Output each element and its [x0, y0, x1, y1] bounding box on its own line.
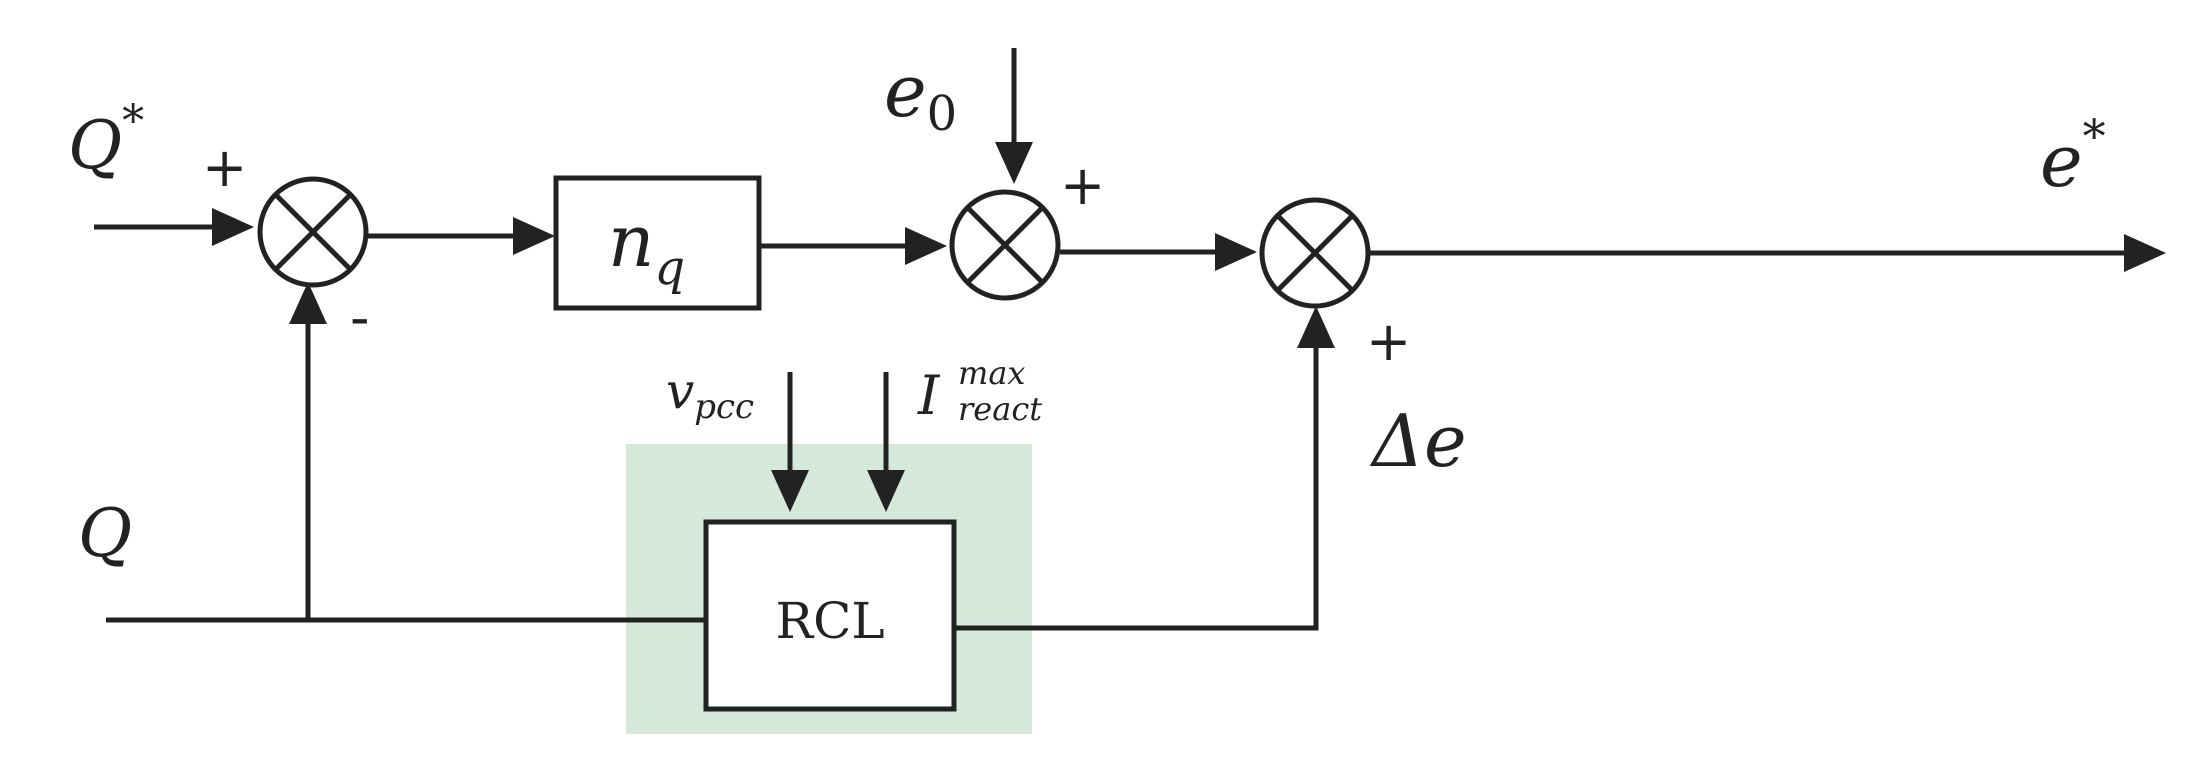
arrowhead-rcl-feedback [1297, 306, 1335, 348]
arrowhead-qstar [212, 208, 254, 246]
nq-block [553, 175, 762, 311]
nq-block-label: nq [608, 199, 685, 296]
q-star-label: Q* [68, 96, 144, 184]
arrowhead-vpcc [771, 470, 809, 512]
sum2-plus-sign: + [1060, 154, 1105, 217]
i-react-max-label: I [917, 364, 941, 427]
sum3-plus-sign: + [1366, 310, 1411, 373]
arrowhead-to-sum2 [905, 227, 947, 265]
rcl-block-label: RCL [775, 592, 884, 650]
arrowhead-output [2124, 234, 2166, 272]
arrowhead-q-feedback [289, 282, 327, 324]
rcl-block [703, 519, 957, 712]
sum1-minus-sign: - [350, 286, 370, 349]
i-react-max-sub: react [958, 390, 1042, 428]
i-react-max-sup: max [958, 354, 1025, 392]
summing-junction-3 [1259, 197, 1371, 309]
sum1-plus-sign: + [202, 136, 247, 199]
v-pcc-label: vpcc [666, 362, 754, 427]
arrowhead-to-nq [513, 217, 555, 255]
arrowhead-to-sum3 [1215, 233, 1257, 271]
q-label: Q [78, 495, 132, 572]
signal-wires [94, 48, 2128, 631]
summing-junction-2 [949, 189, 1061, 301]
wire-rcl-to-sum3 [954, 330, 1319, 631]
delta-e-label: Δe [1369, 399, 1467, 483]
e0-label: e0 [884, 49, 957, 142]
summing-junction-1 [257, 176, 369, 288]
e-star-label: e* [2040, 109, 2106, 203]
arrowhead-e0 [995, 142, 1033, 184]
arrowheads [212, 142, 2166, 512]
arrowhead-ireact [867, 470, 905, 512]
